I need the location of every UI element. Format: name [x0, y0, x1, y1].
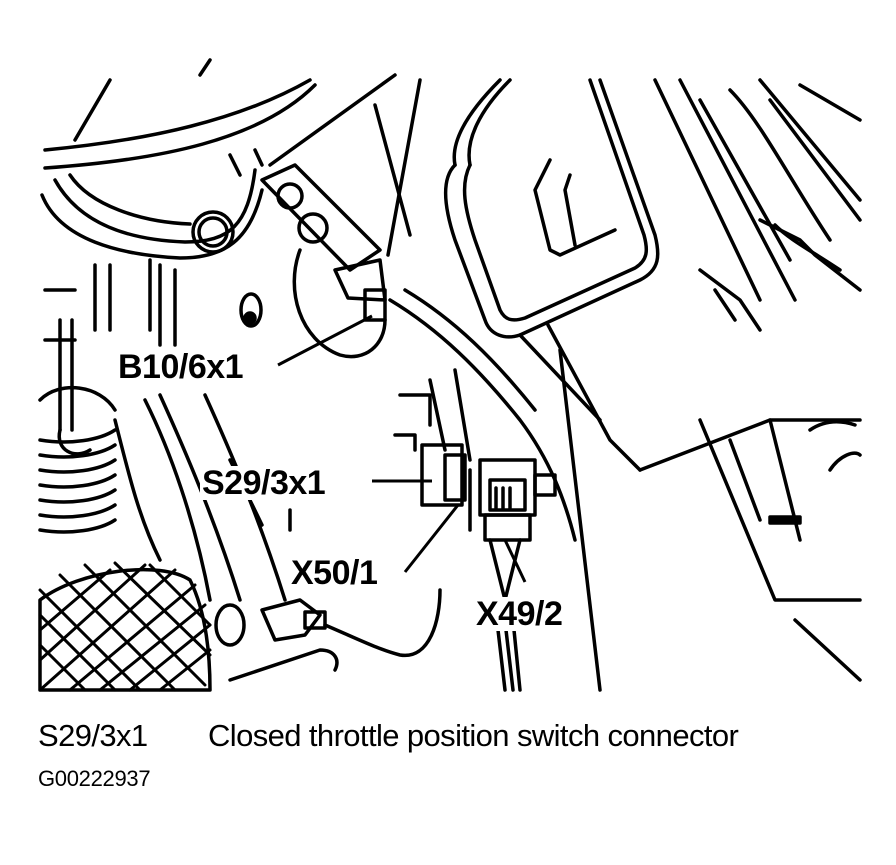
- legend-caption: S29/3x1 Closed throttle position switch c…: [38, 718, 739, 754]
- callout-label-b10-6x1: B10/6x1: [116, 348, 246, 386]
- callout-leader-lines: [277, 314, 527, 583]
- figure-id: G00222937: [38, 766, 151, 791]
- leader-b10-6x1: [277, 314, 373, 367]
- leader-x49-2: [503, 539, 527, 583]
- callout-label-s29-3x1: S29/3x1: [200, 464, 328, 502]
- callout-label-x49-2: X49/2: [474, 595, 565, 633]
- legend-code: S29/3x1: [38, 718, 148, 753]
- leader-x50-1: [403, 504, 460, 573]
- legend-description: Closed throttle position switch connecto…: [208, 718, 739, 753]
- line-art-illustration: [38, 58, 862, 692]
- component-locator-diagram: B10/6x1 S29/3x1 X50/1 X49/2: [38, 58, 862, 692]
- callout-label-x50-1: X50/1: [289, 554, 380, 592]
